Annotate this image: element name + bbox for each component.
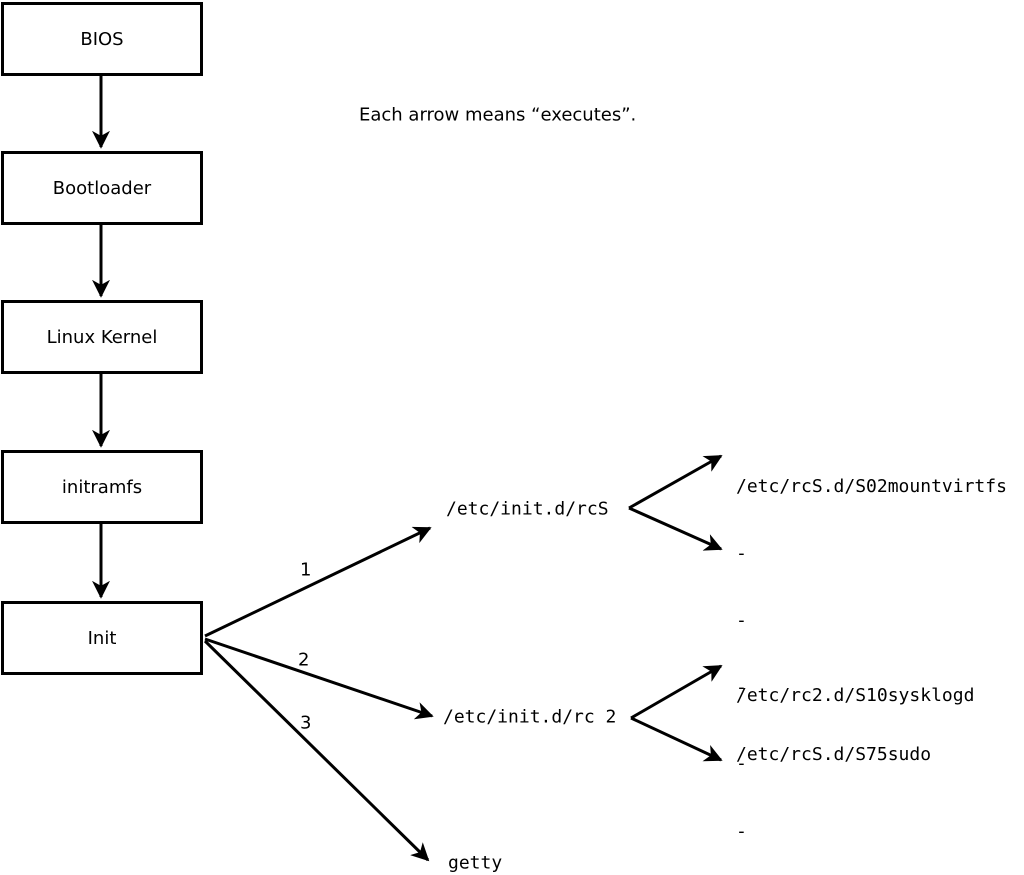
flow-box-bios: BIOS [1,2,203,76]
arrow-init-to-rcs [204,526,432,638]
rc2-children-list: /etc/rc2.d/S10sysklogd - - - /etc/rc2.d/… [736,640,974,875]
rc2-child-ellipsis: - [736,752,747,774]
flow-box-bios-label: BIOS [80,28,124,50]
arrow-rc2-to-first-child [630,664,723,720]
flow-box-linux-kernel: Linux Kernel [1,300,203,374]
branch-number-2: 2 [298,649,310,671]
arrow-init-to-rc2 [204,637,434,720]
branch-number-3: 3 [300,712,312,734]
flow-box-initramfs-label: initramfs [61,476,143,498]
rcs-child-ellipsis: - [736,677,747,698]
rcs-child-item: /etc/rcS.d/S75sudo [736,744,932,765]
flow-box-initramfs: initramfs [1,450,203,524]
arrow-init-to-getty [203,639,430,862]
arrow-rc2-to-last-child [630,716,723,762]
target-rcs-script: /etc/init.d/rcS [446,498,609,520]
branch-number-1: 1 [300,559,312,581]
rc2-child-item: /etc/rc2.d/S10sysklogd [736,684,975,706]
arrow-rcs-to-last-child [628,506,723,551]
rcs-child-ellipsis: - [736,610,747,631]
rcs-children-list: /etc/rcS.d/S02mountvirtfs - - - /etc/rcS… [736,432,1007,809]
flow-box-init: Init [1,601,203,675]
flow-box-bootloader-label: Bootloader [52,177,152,199]
rc2-child-ellipsis: - [736,820,747,842]
target-getty: getty [448,852,503,874]
legend-note: Each arrow means “executes”. [359,104,637,126]
rcs-child-item: /etc/rcS.d/S02mountvirtfs [736,476,1007,497]
flow-box-init-label: Init [87,627,117,649]
target-rc2-script: /etc/init.d/rc 2 [443,706,617,728]
flow-box-linux-kernel-label: Linux Kernel [46,326,158,348]
rcs-child-ellipsis: - [736,543,747,564]
arrow-rcs-to-first-child [628,454,723,510]
flow-box-bootloader: Bootloader [1,151,203,225]
